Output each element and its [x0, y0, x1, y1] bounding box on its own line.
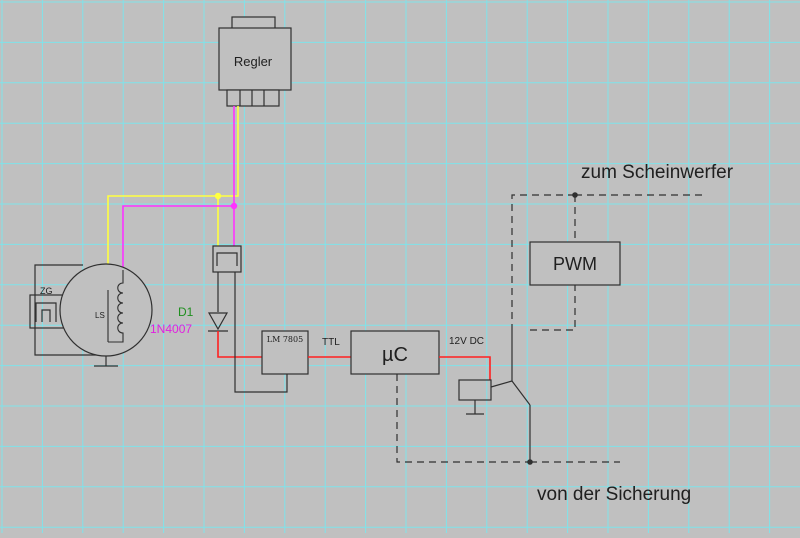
- relay-coil-icon: [458, 379, 492, 415]
- sicherung-label: von der Sicherung: [537, 484, 691, 505]
- d1-label: D1: [178, 305, 194, 319]
- microcontroller-label: µC: [382, 344, 408, 366]
- red-wire-diode: [217, 331, 262, 358]
- zg-wire: [34, 264, 100, 356]
- v12dc-label: 12V DC: [449, 336, 484, 347]
- junction-magenta: [230, 202, 238, 210]
- zg-label: ZG: [40, 286, 53, 296]
- magenta-wire: [122, 106, 235, 270]
- pwm-box: [529, 241, 621, 286]
- microcontroller-box: [350, 330, 440, 375]
- regler-label: Regler: [234, 54, 273, 69]
- junction-yellow: [214, 192, 222, 200]
- ground-icon: [94, 356, 118, 367]
- lm7805-label: LM 7805: [267, 335, 303, 344]
- diode-part-label: 1N4007: [150, 322, 192, 336]
- scheinwerfer-label: zum Scheinwerfer: [581, 162, 734, 183]
- stator-coil-icon: [59, 263, 153, 357]
- ls-label: LS: [95, 311, 105, 320]
- junction-scheinwerfer: [572, 192, 578, 198]
- relay-switch: [490, 330, 531, 462]
- yellow-wire: [107, 106, 239, 290]
- pwm-label: PWM: [553, 254, 597, 274]
- junction-sicherung: [527, 459, 533, 465]
- connector-block: [212, 245, 242, 273]
- regulator-module-icon: [218, 16, 292, 107]
- lm7805-regulator: [261, 330, 309, 375]
- connector-wire: [234, 272, 288, 393]
- dashed-wires: [396, 194, 705, 463]
- stator-winding: [107, 270, 124, 343]
- red-wire-12v: [439, 356, 491, 380]
- ttl-label: TTL: [322, 337, 340, 348]
